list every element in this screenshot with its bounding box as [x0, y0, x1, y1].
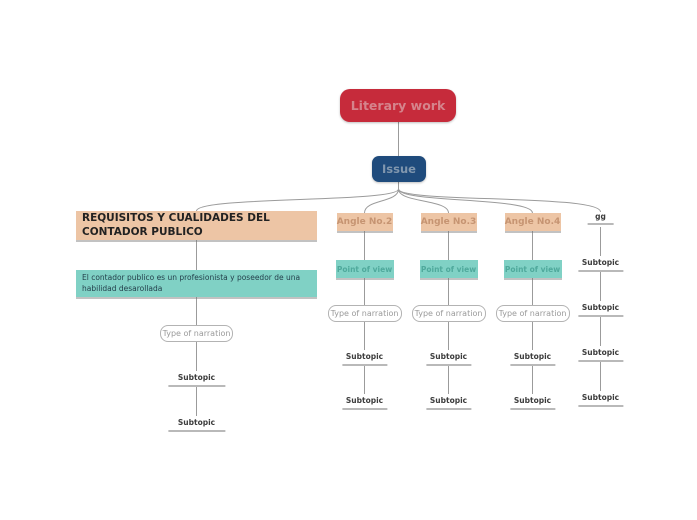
branch4-point-of-view-node[interactable]: Point of view — [503, 260, 562, 278]
branch1-description-node[interactable]: El contador publico es un profesionista … — [76, 270, 317, 297]
branch5-subtopic-4[interactable]: Subtopic — [577, 393, 624, 407]
branch5-subtopic-1[interactable]: Subtopic — [577, 258, 624, 272]
branch5-title-node[interactable]: gg — [587, 212, 614, 225]
branch1-title-node[interactable]: REQUISITOS Y CUALIDADES DEL CONTADOR PUB… — [76, 211, 317, 240]
branch1-subtopic-2[interactable]: Subtopic — [167, 418, 226, 432]
branch2-title-node[interactable]: Angle No.2 — [336, 213, 393, 231]
branch5-subtopic-2[interactable]: Subtopic — [577, 303, 624, 317]
branch5-subtopic-3[interactable]: Subtopic — [577, 348, 624, 362]
branch3-type-of-narration-node[interactable]: Type of narration — [411, 305, 486, 322]
branch2-subtopic-2[interactable]: Subtopic — [341, 396, 388, 410]
root-topic-node[interactable]: Literary work — [340, 89, 456, 122]
branch1-type-of-narration-node[interactable]: Type of narration — [160, 325, 233, 342]
branch3-title-node[interactable]: Angle No.3 — [420, 213, 477, 231]
branch3-point-of-view-node[interactable]: Point of view — [419, 260, 478, 278]
branch3-subtopic-1[interactable]: Subtopic — [425, 352, 472, 366]
branch4-subtopic-1[interactable]: Subtopic — [509, 352, 556, 366]
branch4-type-of-narration-node[interactable]: Type of narration — [495, 305, 570, 322]
branch1-subtopic-1[interactable]: Subtopic — [167, 373, 226, 387]
branch3-subtopic-2[interactable]: Subtopic — [425, 396, 472, 410]
branch2-subtopic-1[interactable]: Subtopic — [341, 352, 388, 366]
branch4-title-node[interactable]: Angle No.4 — [504, 213, 561, 231]
branch4-subtopic-2[interactable]: Subtopic — [509, 396, 556, 410]
branch2-point-of-view-node[interactable]: Point of view — [335, 260, 394, 278]
issue-topic-node[interactable]: Issue — [372, 156, 426, 182]
branch2-type-of-narration-node[interactable]: Type of narration — [327, 305, 402, 322]
